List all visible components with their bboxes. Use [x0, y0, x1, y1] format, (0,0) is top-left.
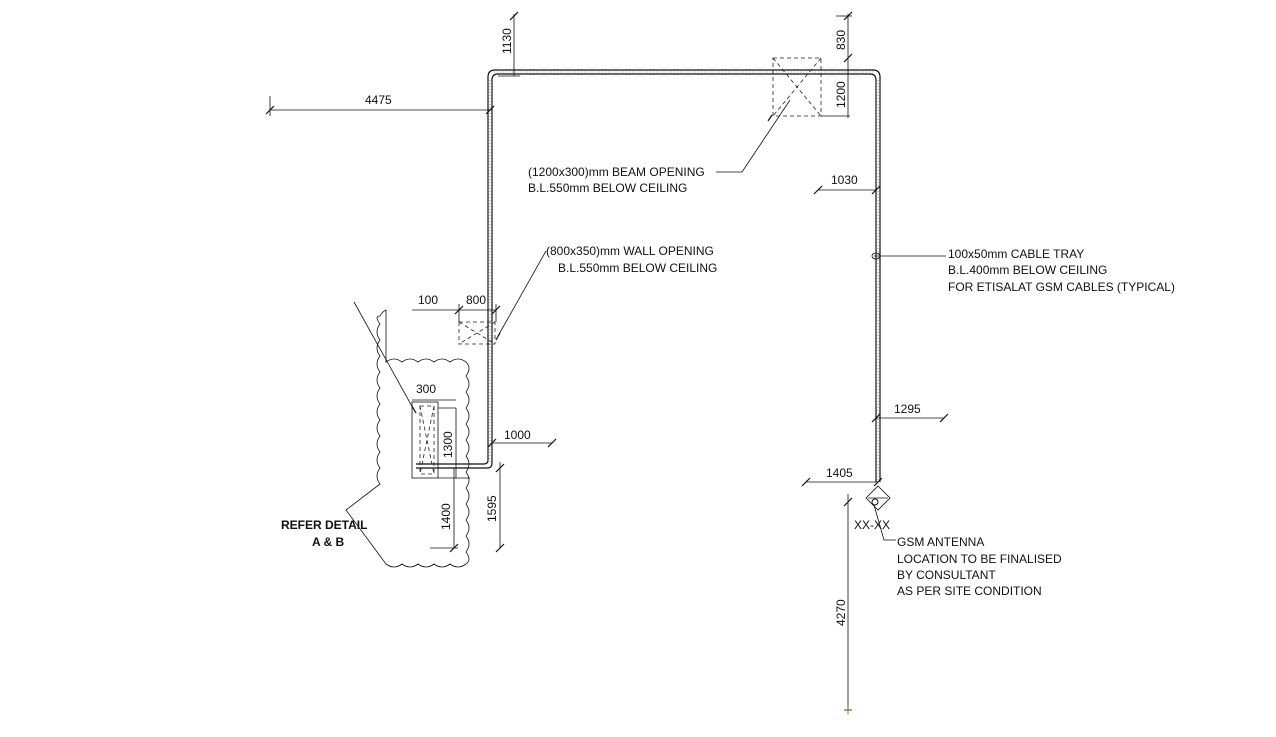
dim-830: 830 [834, 30, 848, 50]
beam-opening [716, 57, 850, 173]
dim-300: 300 [416, 382, 436, 396]
gsm-antenna-note-line3: BY CONSULTANT [897, 568, 996, 582]
beam-opening-note-line1: (1200x300)mm BEAM OPENING [528, 165, 705, 179]
dim-1400: 1400 [439, 503, 453, 530]
wall-opening-note-line1: (800x350)mm WALL OPENING [546, 244, 714, 258]
dim-1000: 1000 [504, 428, 531, 442]
dim-1405: 1405 [826, 466, 853, 480]
dim-4270: 4270 [834, 599, 848, 626]
dim-1030: 1030 [831, 173, 858, 187]
cable-tray-leader [871, 252, 946, 260]
dim-1595: 1595 [485, 495, 499, 522]
section-mark-label: XX-XX [854, 518, 890, 532]
cable-tray-note-line3: FOR ETISALAT GSM CABLES (TYPICAL) [948, 280, 1175, 294]
dim-1200: 1200 [834, 81, 848, 108]
cable-tray-route [416, 69, 881, 482]
refer-detail-line1: REFER DETAIL [281, 518, 367, 532]
gsm-antenna-note-line4: AS PER SITE CONDITION [897, 584, 1042, 598]
gsm-antenna-symbol [865, 485, 896, 541]
dim-1130: 1130 [500, 28, 514, 54]
wall-opening-note-line2: B.L.550mm BELOW CEILING [558, 261, 717, 275]
gsm-antenna-note-line2: LOCATION TO BE FINALISED [897, 552, 1062, 566]
gsm-antenna-note-line1: GSM ANTENNA [897, 535, 984, 549]
wall-opening [458, 250, 547, 345]
beam-opening-note-line2: B.L.550mm BELOW CEILING [528, 181, 687, 195]
dim-100: 100 [418, 293, 438, 307]
dim-4475: 4475 [365, 93, 392, 107]
cable-tray-note-line1: 100x50mm CABLE TRAY [948, 247, 1084, 261]
dim-1295: 1295 [894, 402, 921, 416]
dim-800: 800 [466, 293, 486, 307]
endpoint-marker [844, 706, 852, 714]
dimension-lines [265, 11, 949, 712]
refer-detail-line2: A & B [312, 535, 345, 549]
cable-tray-note-line2: B.L.400mm BELOW CEILING [948, 263, 1107, 277]
dim-1300: 1300 [441, 431, 455, 458]
refer-detail-cloud [345, 301, 470, 568]
